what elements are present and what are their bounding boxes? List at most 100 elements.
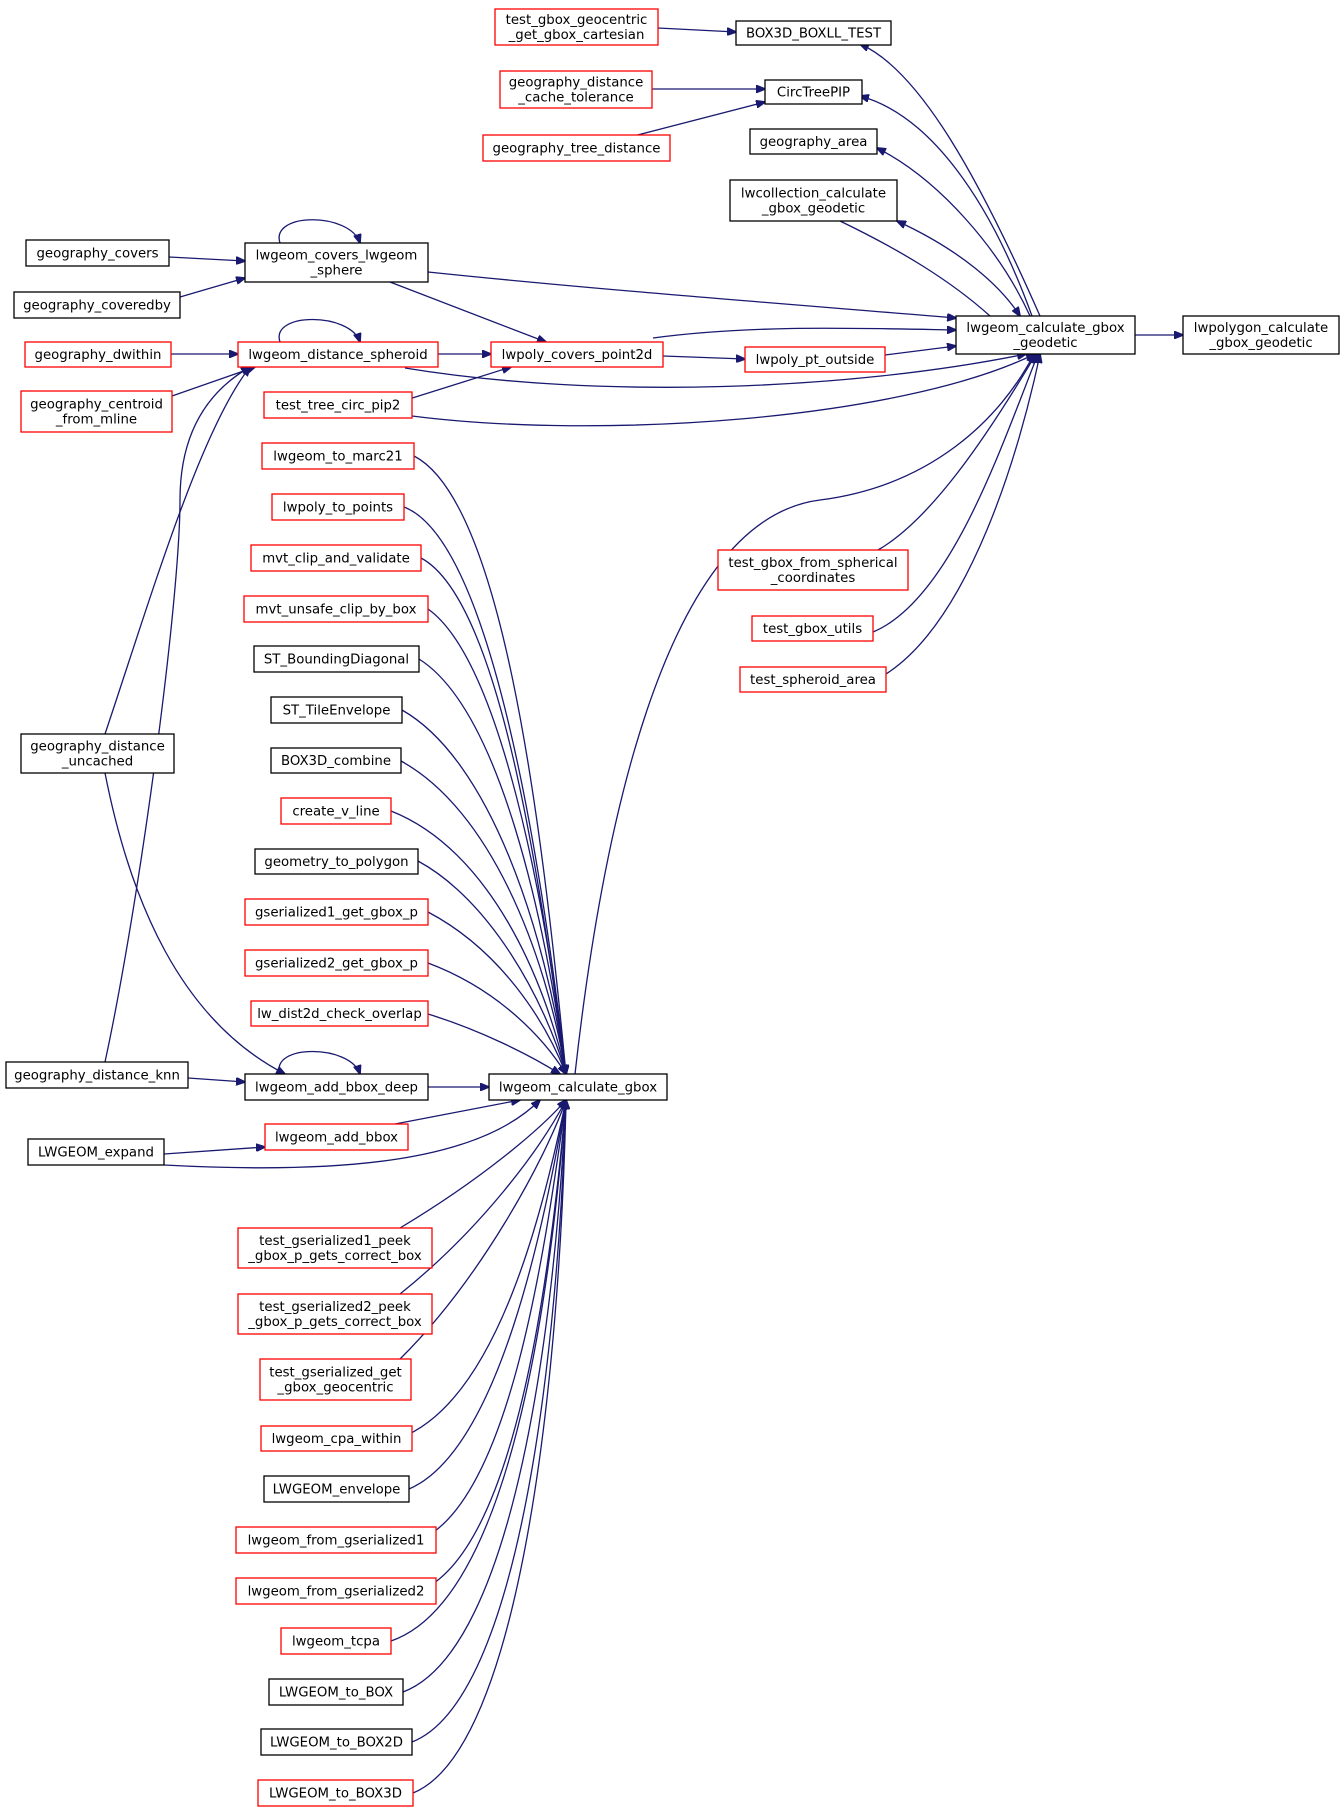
node-box[interactable] <box>739 666 887 693</box>
node-lwtb3[interactable]: LWGEOM_to_BOX3D <box>257 1779 414 1807</box>
node-ltm21[interactable]: lwgeom_to_marc21 <box>261 442 415 470</box>
node-box[interactable] <box>488 1073 668 1101</box>
node-gtp[interactable]: geometry_to_polygon <box>254 848 419 875</box>
node-box[interactable] <box>717 549 909 591</box>
node-ltcpa[interactable]: lwgeom_tcpa <box>280 1627 392 1655</box>
node-box[interactable] <box>260 1728 413 1756</box>
call-edge <box>399 1100 566 1295</box>
node-tg1p[interactable]: test_gserialized1_peek_gbox_p_gets_corre… <box>237 1227 433 1269</box>
node-box[interactable] <box>751 615 874 642</box>
node-tg2p[interactable]: test_gserialized2_peek_gbox_p_gets_corre… <box>237 1293 433 1335</box>
node-labd[interactable]: lwgeom_add_bbox_deep <box>244 1073 429 1101</box>
node-box[interactable] <box>264 1123 409 1151</box>
node-stbd[interactable]: ST_BoundingDiagonal <box>253 645 420 673</box>
call-edge <box>278 1050 360 1075</box>
node-box[interactable] <box>271 493 405 521</box>
node-box[interactable] <box>27 1138 165 1166</box>
node-box[interactable] <box>499 70 653 109</box>
node-ctpip[interactable]: CircTreePIP <box>764 79 863 105</box>
node-b3dbll[interactable]: BOX3D_BOXLL_TEST <box>735 20 892 46</box>
node-box[interactable] <box>235 1526 437 1554</box>
node-tsa[interactable]: test_spheroid_area <box>739 666 887 693</box>
node-box[interactable] <box>237 1293 433 1335</box>
node-box[interactable] <box>263 391 413 419</box>
node-box[interactable] <box>764 79 863 105</box>
node-box[interactable] <box>268 1678 404 1706</box>
node-b3dc[interactable]: BOX3D_combine <box>270 747 402 774</box>
node-garea[interactable]: geography_area <box>749 128 878 155</box>
node-box[interactable] <box>955 315 1136 355</box>
node-box[interactable] <box>25 239 170 267</box>
node-box[interactable] <box>270 747 402 774</box>
node-box[interactable] <box>744 346 886 373</box>
node-lab[interactable]: lwgeom_add_bbox <box>264 1123 409 1151</box>
node-box[interactable] <box>257 1779 414 1807</box>
node-lcg[interactable]: lwgeom_calculate_gbox <box>488 1073 668 1101</box>
node-box[interactable] <box>490 341 664 368</box>
node-box[interactable] <box>244 242 429 283</box>
node-gcov[interactable]: geography_covers <box>25 239 170 267</box>
node-box[interactable] <box>243 595 429 623</box>
node-gdu[interactable]: geography_distance_uncached <box>20 733 175 774</box>
node-gdw[interactable]: geography_dwithin <box>24 341 172 368</box>
node-box[interactable] <box>260 1425 413 1452</box>
node-box[interactable] <box>5 1061 189 1089</box>
node-gdct[interactable]: geography_distance_cache_tolerance <box>499 70 653 109</box>
node-g2ggp[interactable]: gserialized2_get_gbox_p <box>244 949 429 977</box>
node-box[interactable] <box>235 1577 437 1605</box>
node-lwtb[interactable]: LWGEOM_to_BOX <box>268 1678 404 1706</box>
node-g1ggp[interactable]: gserialized1_get_gbox_p <box>244 898 429 926</box>
node-box[interactable] <box>237 341 439 368</box>
node-box[interactable] <box>250 1000 429 1027</box>
node-gdknn[interactable]: geography_distance_knn <box>5 1061 189 1089</box>
node-tggc[interactable]: test_gbox_geocentric_get_gbox_cartesian <box>494 8 659 46</box>
node-box[interactable] <box>244 949 429 977</box>
node-box[interactable] <box>250 544 422 572</box>
node-lwexp[interactable]: LWGEOM_expand <box>27 1138 165 1166</box>
node-lfg1[interactable]: lwgeom_from_gserialized1 <box>235 1526 437 1554</box>
node-cvl[interactable]: create_v_line <box>280 797 392 825</box>
node-box[interactable] <box>749 128 878 155</box>
node-box[interactable] <box>24 341 172 368</box>
node-box[interactable] <box>494 8 659 46</box>
node-lptp[interactable]: lwpoly_to_points <box>271 493 405 521</box>
node-tggg[interactable]: test_gserialized_get_gbox_geocentric <box>259 1358 412 1401</box>
node-box[interactable] <box>13 291 181 319</box>
node-lcls[interactable]: lwgeom_covers_lwgeom_sphere <box>244 242 429 283</box>
node-box[interactable] <box>261 442 415 470</box>
node-lwtb2[interactable]: LWGEOM_to_BOX2D <box>260 1728 413 1756</box>
node-lwenv[interactable]: LWGEOM_envelope <box>263 1475 410 1503</box>
node-stte[interactable]: ST_TileEnvelope <box>270 696 403 724</box>
node-box[interactable] <box>244 898 429 926</box>
node-box[interactable] <box>263 1475 410 1503</box>
node-box[interactable] <box>20 390 173 433</box>
node-gtd[interactable]: geography_tree_distance <box>482 134 671 162</box>
node-mcav[interactable]: mvt_clip_and_validate <box>250 544 422 572</box>
node-lfg2[interactable]: lwgeom_from_gserialized2 <box>235 1577 437 1605</box>
node-tgu[interactable]: test_gbox_utils <box>751 615 874 642</box>
node-box[interactable] <box>482 134 671 162</box>
node-box[interactable] <box>20 733 175 774</box>
node-lcp2d[interactable]: lwpoly_covers_point2d <box>490 341 664 368</box>
node-gcfm[interactable]: geography_centroid_from_mline <box>20 390 173 433</box>
node-box[interactable] <box>735 20 892 46</box>
node-mucb[interactable]: mvt_unsafe_clip_by_box <box>243 595 429 623</box>
node-box[interactable] <box>244 1073 429 1101</box>
node-box[interactable] <box>280 1627 392 1655</box>
node-box[interactable] <box>254 848 419 875</box>
node-box[interactable] <box>270 696 403 724</box>
node-box[interactable] <box>729 179 898 222</box>
node-lpo[interactable]: lwpoly_pt_outside <box>744 346 886 373</box>
node-box[interactable] <box>280 797 392 825</box>
node-box[interactable] <box>259 1358 412 1401</box>
node-box[interactable] <box>237 1227 433 1269</box>
node-lds[interactable]: lwgeom_distance_spheroid <box>237 341 439 368</box>
node-lcgg[interactable]: lwgeom_calculate_gbox_geodetic <box>955 315 1136 355</box>
node-lccg[interactable]: lwcollection_calculate_gbox_geodetic <box>729 179 898 222</box>
node-box[interactable] <box>253 645 420 673</box>
node-ttcp[interactable]: test_tree_circ_pip2 <box>263 391 413 419</box>
node-gcovby[interactable]: geography_coveredby <box>13 291 181 319</box>
node-lcw[interactable]: lwgeom_cpa_within <box>260 1425 413 1452</box>
node-ld2co[interactable]: lw_dist2d_check_overlap <box>250 1000 429 1027</box>
node-tgfsc[interactable]: test_gbox_from_spherical_coordinates <box>717 549 909 591</box>
